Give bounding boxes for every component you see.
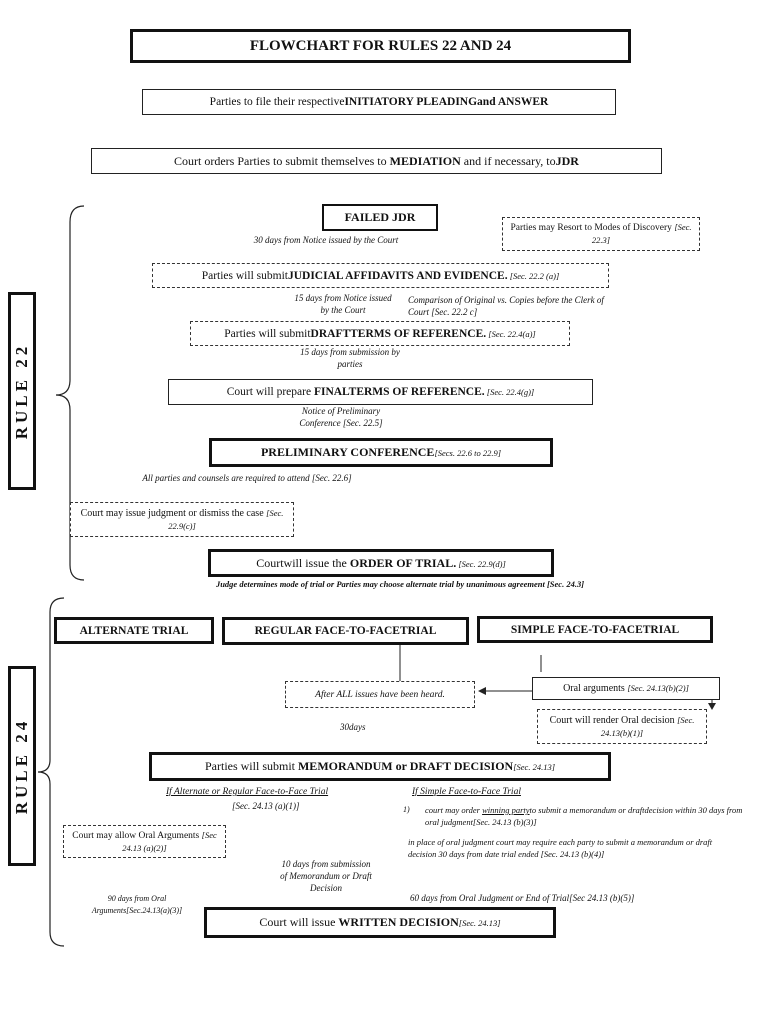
note-60days: 60 days from Oral Judgment or End of Tri…	[410, 893, 635, 903]
simple-trial-box: SIMPLE FACE-TO-FACETRIAL	[477, 616, 713, 643]
draft-terms-box: Parties will submitDRAFTTERMS OF REFEREN…	[190, 321, 570, 346]
note-30days-notice: 30 days from Notice issued by the Court	[253, 235, 399, 245]
written-decision-box: Court will issue WRITTEN DECISION[Sec. 2…	[204, 907, 556, 938]
simple-item2: in place of oral judgment court may requ…	[408, 837, 713, 859]
judicial-affidavits-box: Parties will submitJUDICIAL AFFIDAVITS A…	[152, 263, 609, 288]
prelim-conference-box: PRELIMINARY CONFERENCE[Secs. 22.6 to 22.…	[209, 438, 553, 467]
note-comparison: Comparison of Original vs. Copies before…	[408, 295, 604, 317]
mediation-box: Court orders Parties to submit themselve…	[91, 148, 662, 174]
note-15days-notice: 15 days from Notice issued by the Court	[294, 293, 392, 315]
final-terms-box: Court will prepare FINALTERMS OF REFEREN…	[168, 379, 593, 405]
judgment-dismiss-box: Court may issue judgment or dismiss the …	[70, 502, 294, 537]
rule22-label: RULE 22	[8, 292, 36, 490]
alternate-trial-box: ALTERNATE TRIAL	[54, 617, 214, 644]
discovery-box: Parties may Resort to Modes of Discovery…	[502, 217, 700, 251]
page-title: FLOWCHART FOR RULES 22 AND 24	[249, 37, 512, 54]
note-judge-determines: Judge determines mode of trial or Partie…	[215, 579, 585, 589]
oral-args-allow-box: Court may allow Oral Arguments [Sec 24.1…	[63, 825, 226, 858]
order-of-trial-box: Courtwill issue the ORDER OF TRIAL. [Sec…	[208, 549, 554, 577]
simple-item-num: 1)	[403, 805, 410, 814]
title-box: FLOWCHART FOR RULES 22 AND 24	[130, 29, 631, 63]
rule22-brace	[55, 205, 85, 581]
note-10days: 10 days from submission of Memorandum or…	[280, 859, 372, 893]
failed-jdr-box: FAILED JDR	[322, 204, 438, 231]
if-alternate-ref: [Sec. 24.13 (a)(1)]	[232, 801, 300, 811]
rule24-brace	[37, 597, 65, 947]
after-all-issues-box: After ALL issues have been heard.	[285, 681, 475, 708]
note-all-parties: All parties and counsels are required to…	[142, 473, 352, 483]
if-alternate-heading: If Alternate or Regular Face-to-Face Tri…	[166, 787, 329, 797]
oral-decision-box: Court will render Oral decision [Sec. 24…	[537, 709, 707, 744]
memorandum-box: Parties will submit MEMORANDUM or DRAFT …	[149, 752, 611, 781]
note-notice-prelim: Notice of Preliminary Conference [Sec. 2…	[299, 406, 383, 428]
if-simple-heading: If Simple Face-to-Face Trial	[412, 787, 521, 797]
regular-trial-box: REGULAR FACE-TO-FACETRIAL	[222, 617, 469, 645]
note-30days: 30days	[340, 722, 366, 732]
rule24-label: RULE 24	[8, 666, 36, 866]
note-90days: 90 days from Oral Arguments[Sec.24.13(a)…	[91, 894, 183, 915]
oral-arguments-box: Oral arguments [Sec. 24.13(b)(2)]	[532, 677, 720, 700]
simple-item1: court may order winning partyto submit a…	[425, 805, 743, 827]
note-15days-submission: 15 days from submission by parties	[300, 347, 400, 369]
